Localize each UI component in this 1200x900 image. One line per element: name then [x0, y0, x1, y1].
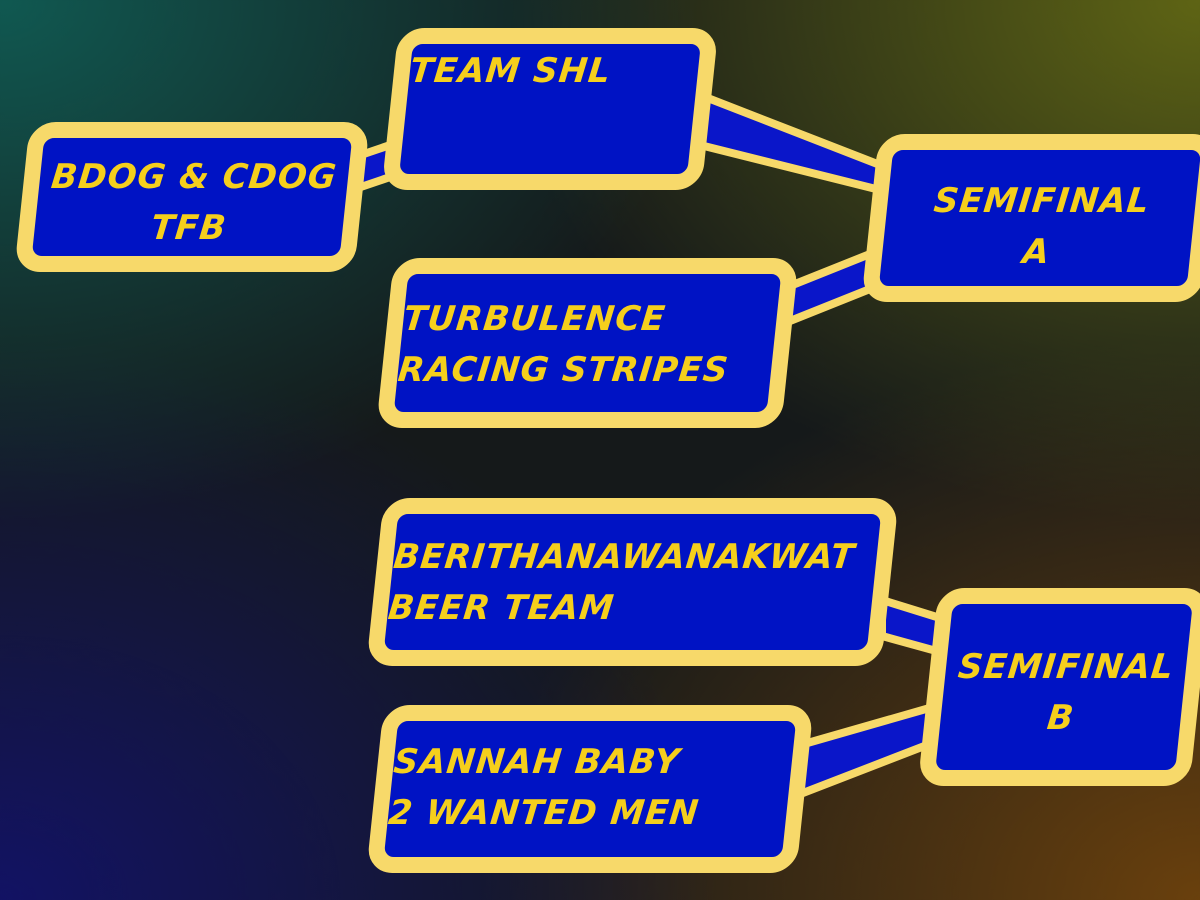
- team-box-berithanawanakwat: Berithanawanakwat Beer Team: [366, 498, 899, 666]
- semifinal-label: Semifinal: [956, 647, 1176, 687]
- team-box-bdog-cdog: Bdog & Cdog TFB: [14, 122, 370, 272]
- team-box-sannah-baby: Sannah Baby 2 Wanted Men: [366, 705, 814, 873]
- team-name-line: Team SHL: [407, 51, 614, 91]
- team-name-line: Bdog & Cdog: [49, 157, 339, 197]
- semifinal-box-b: Semifinal B: [917, 588, 1200, 786]
- team-name-line: Beer Team: [386, 588, 617, 628]
- team-name-line: TFB: [148, 208, 229, 248]
- team-name-line: 2 Wanted Men: [386, 793, 702, 833]
- semifinal-letter: A: [1020, 232, 1053, 272]
- team-name-line: Sannah Baby: [391, 742, 683, 782]
- team-name-line: Racing Stripes: [396, 350, 731, 390]
- connector-sannah-baby-to-semifinal-b: [786, 701, 944, 802]
- connector-berithanawanakwat-to-semifinal-b: [878, 596, 944, 656]
- semifinal-box-a: Semifinal A: [861, 134, 1200, 302]
- team-name-line: Berithanawanakwat: [391, 537, 857, 577]
- team-box-team-shl: Team SHL: [381, 28, 719, 190]
- team-name-line: Turbulence: [401, 299, 668, 339]
- connector-team-shl-to-semifinal-a: [696, 91, 884, 194]
- team-box-turbulence: Turbulence Racing Stripes: [376, 258, 799, 428]
- semifinal-letter: B: [1045, 698, 1077, 738]
- semifinal-label: Semifinal: [931, 181, 1152, 221]
